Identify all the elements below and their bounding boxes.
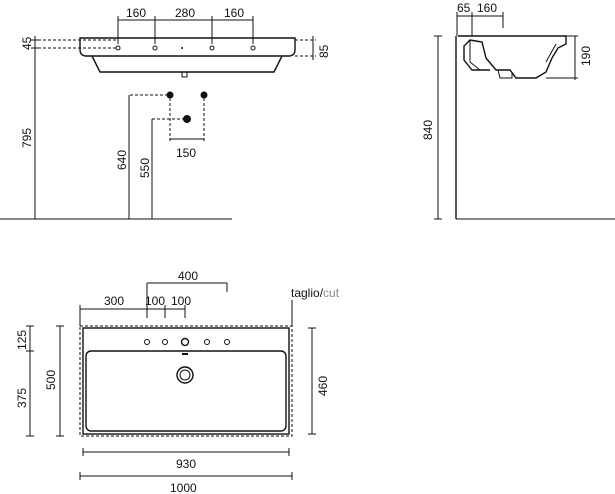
- dim-65: 65: [457, 1, 471, 15]
- dim-550: 550: [138, 158, 152, 178]
- dim-100-b: 100: [171, 294, 191, 308]
- dim-bottom-plan: 930 1000: [79, 448, 293, 494]
- drain-plan: [176, 366, 194, 384]
- dim-300: 300: [104, 294, 124, 308]
- dim-left-front: 45 795: [20, 36, 118, 219]
- dim-160-side: 160: [477, 1, 497, 15]
- dim-840-label: 840: [421, 120, 435, 140]
- dim-400: 400: [178, 269, 198, 283]
- dim-150: 150: [170, 138, 204, 160]
- dim-top-side: 65 160: [456, 1, 504, 36]
- dim-right-front: 85: [295, 36, 331, 60]
- dim-100-a: 100: [145, 294, 165, 308]
- side-view: 65 160 190 840: [421, 1, 615, 220]
- dim-930: 930: [176, 457, 196, 471]
- dim-460: 460: [308, 327, 330, 435]
- connection-points: [130, 91, 208, 142]
- dim-280: 280: [175, 6, 195, 20]
- plan-view: 400 300 100 100 taglio/cut 125 375 500: [15, 269, 340, 494]
- dim-190-label: 190: [579, 46, 593, 66]
- supply-left: [166, 91, 174, 99]
- dim-795: 795: [20, 128, 34, 148]
- basin-bowl: [91, 55, 283, 73]
- dim-150-label: 150: [176, 146, 196, 160]
- cut-label: taglio/cut: [291, 286, 340, 326]
- supply-right: [200, 91, 208, 99]
- basin-rim: [82, 327, 290, 435]
- dim-top-front: 160 280 160: [117, 6, 254, 44]
- tap-holes-plan: [144, 337, 230, 347]
- dim-460-label: 460: [316, 376, 330, 396]
- front-view: 160 280 160 45 795 85: [0, 6, 331, 220]
- dim-640: 640: [115, 150, 129, 170]
- dim-375: 375: [15, 388, 29, 408]
- dim-top-plan: 400 300 100 100: [79, 269, 228, 326]
- basin-bowl-plan: [85, 350, 287, 432]
- basin-profile: [458, 35, 567, 79]
- overflow-slot: [182, 353, 188, 355]
- dim-160-left: 160: [126, 6, 146, 20]
- tap-holes-front: [115, 45, 256, 51]
- dim-85: 85: [317, 44, 331, 58]
- dim-left-plan: 125 375 500: [15, 325, 64, 437]
- drain-stub: [181, 71, 188, 78]
- dim-840: 840: [421, 35, 442, 220]
- dim-190: 190: [546, 35, 593, 80]
- dim-640-550: 640 550: [115, 95, 153, 219]
- cut-label-it: taglio/cut: [291, 286, 340, 300]
- cut-outline: [79, 325, 293, 437]
- drain-point: [183, 115, 191, 123]
- dim-500: 500: [44, 370, 58, 390]
- dim-160-right: 160: [224, 6, 244, 20]
- dim-1000: 1000: [170, 481, 197, 494]
- dim-125: 125: [15, 330, 29, 350]
- dim-45: 45: [20, 36, 34, 50]
- basin-top: [79, 37, 296, 57]
